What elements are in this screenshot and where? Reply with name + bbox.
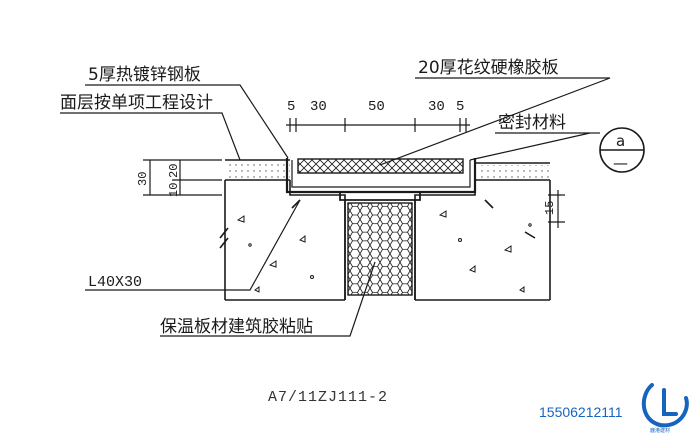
- label-rubber-plate: 20厚花纹硬橡胶板: [418, 58, 559, 78]
- surface-layer-left: [225, 160, 290, 180]
- leader-lines: [60, 77, 611, 337]
- steel-plate-shape: [285, 158, 477, 194]
- dim-left-bottom: 10: [167, 183, 181, 197]
- dim-top-1: 5: [287, 99, 295, 115]
- dim-left-top: 20: [167, 164, 181, 178]
- label-sealant: 密封材料: [498, 113, 566, 133]
- surface-layer-right: [480, 165, 550, 180]
- rubber-plate-shape: [297, 158, 464, 174]
- detail-symbol: a —: [599, 127, 645, 173]
- concrete-marks: [236, 210, 532, 293]
- watermark-phone: 15506212111: [539, 404, 623, 420]
- label-angle-steel: L40X30: [88, 274, 142, 291]
- top-dimension-line: [286, 118, 470, 132]
- dim-right-depth: 15: [543, 201, 557, 215]
- angle-steel-shape: [339, 192, 421, 201]
- detail-symbol-bottom: —: [613, 154, 628, 172]
- watermark-logo: LG 鹿港建材: [641, 383, 689, 434]
- insulation-board-shape: [347, 202, 413, 296]
- right-dimension-line: [548, 190, 565, 228]
- label-steel-plate: 5厚热镀锌钢板: [88, 65, 201, 85]
- label-surface-layer: 面层按单项工程设计: [60, 93, 213, 113]
- left-dimension-line: [143, 159, 222, 196]
- dim-left-total: 30: [136, 172, 150, 186]
- dim-top-2: 30: [310, 99, 327, 115]
- logo-small-text: 鹿港建材: [650, 427, 670, 434]
- slab-right: [414, 180, 551, 301]
- label-insulation: 保温板材建筑胶粘贴: [160, 317, 313, 337]
- detail-symbol-top: a: [616, 132, 625, 150]
- drawing-code: A7/11ZJ111-2: [268, 389, 388, 406]
- logo-mark-icon: [641, 383, 689, 428]
- dim-top-3: 50: [368, 99, 385, 115]
- slab-left: [224, 180, 346, 301]
- structure: [219, 158, 551, 301]
- dim-top-4: 30: [428, 99, 445, 115]
- dim-top-5: 5: [456, 99, 464, 115]
